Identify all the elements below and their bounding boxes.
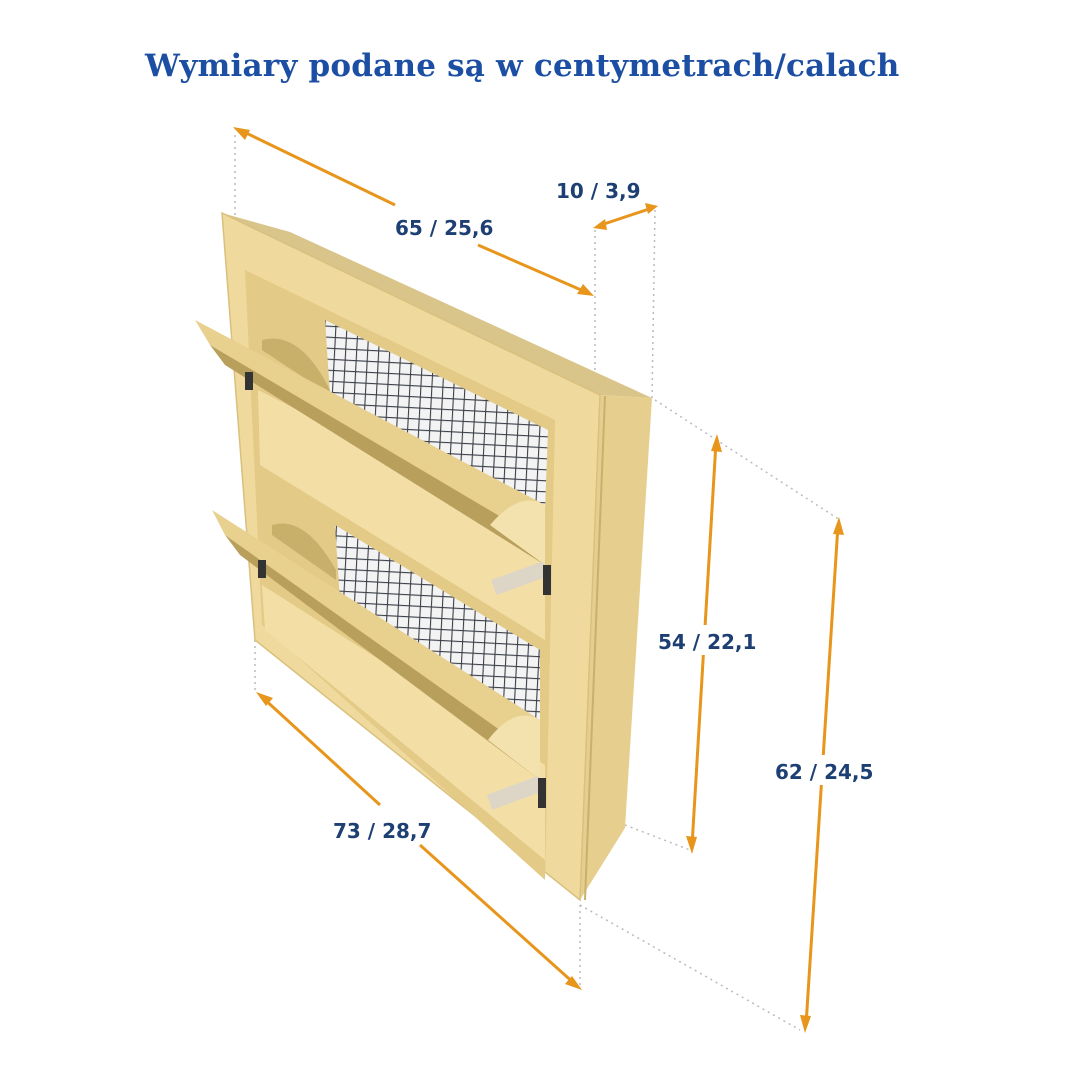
inner-height-label: 54 / 22,1 — [658, 630, 756, 654]
dimension-top-width: 65 / 25,6 — [233, 127, 594, 296]
bottom-width-label: 73 / 28,7 — [333, 819, 431, 843]
lower-shelf — [262, 585, 545, 860]
back-box-side — [580, 395, 652, 900]
upper-shelf — [258, 390, 545, 640]
page-title: Wymiary podane są w centymetrach/calach — [145, 48, 900, 84]
dimension-inner-height: 54 / 22,1 — [655, 434, 756, 854]
outer-height-label: 62 / 24,5 — [775, 760, 873, 784]
upper-louvre-blade — [195, 320, 551, 596]
lower-louvre-blade — [212, 510, 546, 810]
lower-mesh — [335, 525, 540, 725]
back-box-top — [222, 213, 652, 398]
dimension-outer-height: 62 / 24,5 — [772, 517, 880, 1033]
upper-mesh — [325, 320, 548, 510]
dimension-depth: 10 / 3,9 — [556, 179, 658, 230]
dimension-bottom-width: 73 / 28,7 — [256, 692, 582, 990]
top-width-label: 65 / 25,6 — [395, 216, 493, 240]
guide-lines — [234, 135, 841, 1031]
depth-label: 10 / 3,9 — [556, 179, 641, 203]
